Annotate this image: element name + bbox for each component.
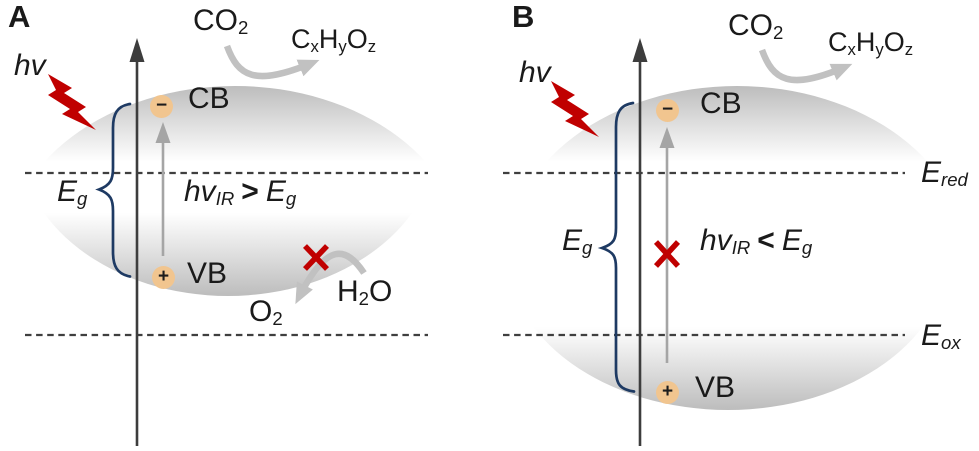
vb-label-a: VB: [187, 257, 228, 290]
lightning-bolt-icon-a: [48, 74, 96, 130]
bandgap-brace-b: [597, 101, 636, 393]
electron-carrier-a: −: [150, 95, 173, 118]
h2o-label-a: H2O: [337, 275, 393, 310]
cb-label-b: CB: [700, 87, 742, 120]
o2-label-a: O2: [249, 295, 283, 330]
red-x-icon-b: [653, 240, 681, 268]
electron-carrier-b: −: [656, 99, 679, 122]
excitation-arrow-a: [155, 122, 171, 256]
co2-label-b: CO2: [728, 9, 784, 44]
condition-label-b: hvIR<Eg: [700, 224, 813, 259]
product-label-b: CxHyOz: [828, 27, 914, 60]
bandgap-label-b: Eg: [562, 224, 593, 259]
co2-reduction-arrow-a: [223, 44, 320, 80]
minus-sign-b: −: [661, 99, 674, 120]
hole-carrier-b: +: [656, 381, 679, 404]
minus-sign-a: −: [155, 95, 168, 116]
lightning-bolt-icon-b: [551, 81, 599, 137]
energy-axis-a: [129, 38, 145, 446]
photon-label-b: hv: [519, 56, 551, 89]
eox-label: Eox: [921, 319, 961, 354]
vb-band-a: [18, 0, 438, 296]
photon-label-a: hv: [14, 49, 46, 82]
red-x-icon-a: [303, 244, 329, 271]
product-label-a: CxHyOz: [291, 24, 377, 57]
ered-label: Ered: [921, 156, 968, 191]
hole-carrier-a: +: [152, 266, 175, 289]
plus-sign-a: +: [157, 266, 170, 287]
vb-label-b: VB: [695, 371, 736, 404]
bandgap-label-a: Eg: [57, 175, 88, 210]
cb-label-a: CB: [188, 82, 230, 115]
co2-reduction-arrow-b: [758, 48, 853, 84]
water-oxidation-arrow-a: [295, 250, 367, 305]
panel-a-label: A: [8, 0, 32, 34]
energy-axis-b: [632, 38, 648, 446]
co2-label-a: CO2: [193, 4, 249, 39]
bandgap-brace-a: [95, 102, 132, 278]
panel-b-label: B: [512, 0, 536, 34]
plus-sign-b: +: [661, 381, 674, 402]
condition-label-a: hvIR>Eg: [184, 175, 297, 210]
